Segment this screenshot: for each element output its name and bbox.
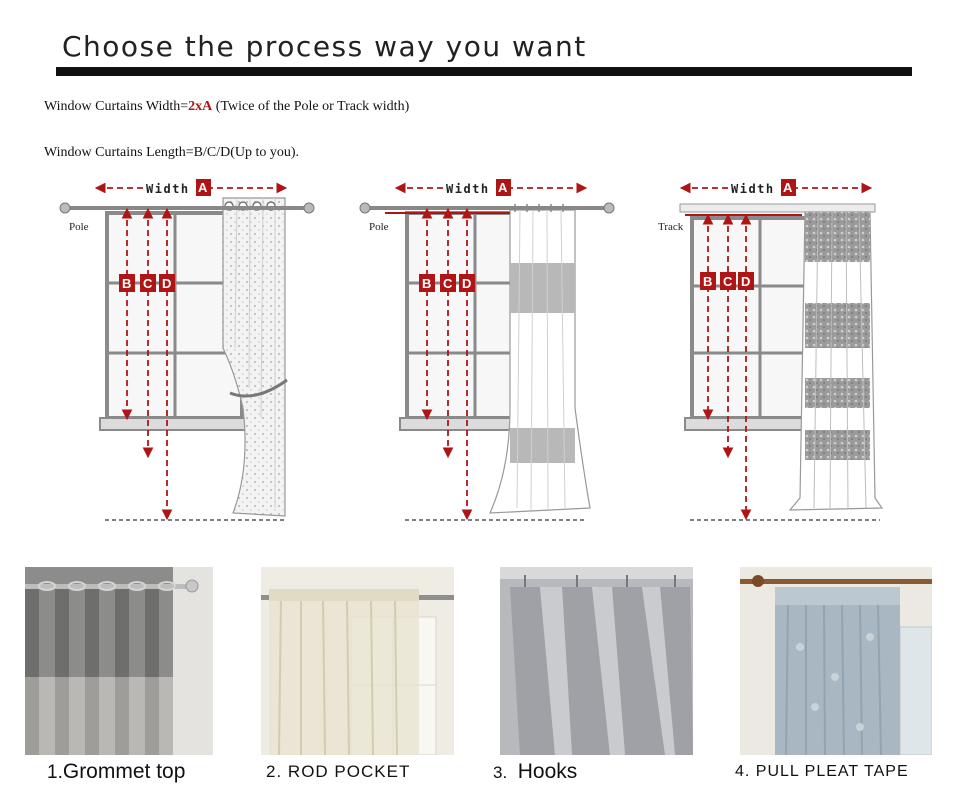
width-letter-badge [496, 179, 511, 196]
width-label: Width [731, 182, 775, 196]
hooks-photo [500, 567, 693, 755]
caption-rod-pocket: 2. ROD POCKET [266, 762, 410, 782]
curtain-band-4 [805, 430, 870, 460]
width-formula: 2xA [188, 99, 213, 114]
width-letter: A [498, 180, 508, 195]
b-label: B [122, 276, 131, 291]
caption-number: 4. [735, 763, 751, 780]
caption-number: 2. [266, 762, 283, 781]
grommet-top-photo [25, 567, 213, 755]
b-label: B [422, 276, 431, 291]
curtain-folds [234, 197, 276, 508]
c-label: C [143, 276, 153, 291]
width-letter: A [783, 180, 793, 195]
rod-pocket-photo [261, 567, 454, 755]
caption-grommet-top: 1.Grommet top [47, 760, 185, 784]
curtain-band-top [510, 263, 575, 313]
c-label: C [723, 274, 733, 289]
pull-pleat-tape-photo [740, 567, 932, 755]
grommet-diagram: Pole Width A B C D [59, 179, 315, 521]
caption-pull-pleat-tape: 4. PULL PLEAT TAPE [735, 763, 909, 781]
rod-pocket-diagram: Pole Width A B C D [359, 179, 615, 521]
width-note: Window Curtains Width=2xA (Twice of the … [44, 99, 409, 115]
width-label: Width [446, 182, 490, 196]
width-label: Width [146, 182, 190, 196]
curtain-folds [516, 209, 566, 511]
width-note-prefix: Window Curtains Width= [44, 99, 189, 114]
track-bar [679, 203, 876, 213]
caption-name: Hooks [517, 760, 578, 783]
tieback [229, 378, 288, 398]
caption-name: Grommet top [62, 760, 186, 783]
length-note: Window Curtains Length=B/C/D(Up to you). [44, 145, 300, 160]
width-letter: A [198, 180, 208, 195]
d-label: D [162, 276, 171, 291]
d-label: D [462, 276, 471, 291]
d-label: D [741, 274, 750, 289]
caption-hooks: 3. Hooks [493, 760, 577, 784]
rail-label: Pole [369, 221, 389, 233]
curtain [222, 197, 286, 517]
curtain-band-2 [805, 303, 870, 348]
curtain-band-bottom [510, 428, 575, 463]
width-letter-badge [781, 179, 796, 196]
b-label: B [703, 274, 712, 289]
caption-number: 3. [493, 763, 508, 782]
caption-name: ROD POCKET [287, 762, 411, 781]
c-label: C [443, 276, 453, 291]
caption-name: PULL PLEAT TAPE [755, 763, 909, 780]
caption-number: 1. [47, 762, 63, 783]
curtain-band-3 [805, 378, 870, 408]
width-note-suffix: (Twice of the Pole or Track width) [212, 99, 410, 114]
rail-label: Track [658, 221, 684, 233]
track-diagram: Track Width A B C D [658, 179, 884, 521]
title-rule [56, 67, 912, 76]
curtain-folds [813, 211, 867, 511]
page-title: Choose the process way you want [62, 30, 587, 63]
rail-label: Pole [69, 221, 89, 233]
width-letter-badge [196, 179, 211, 196]
